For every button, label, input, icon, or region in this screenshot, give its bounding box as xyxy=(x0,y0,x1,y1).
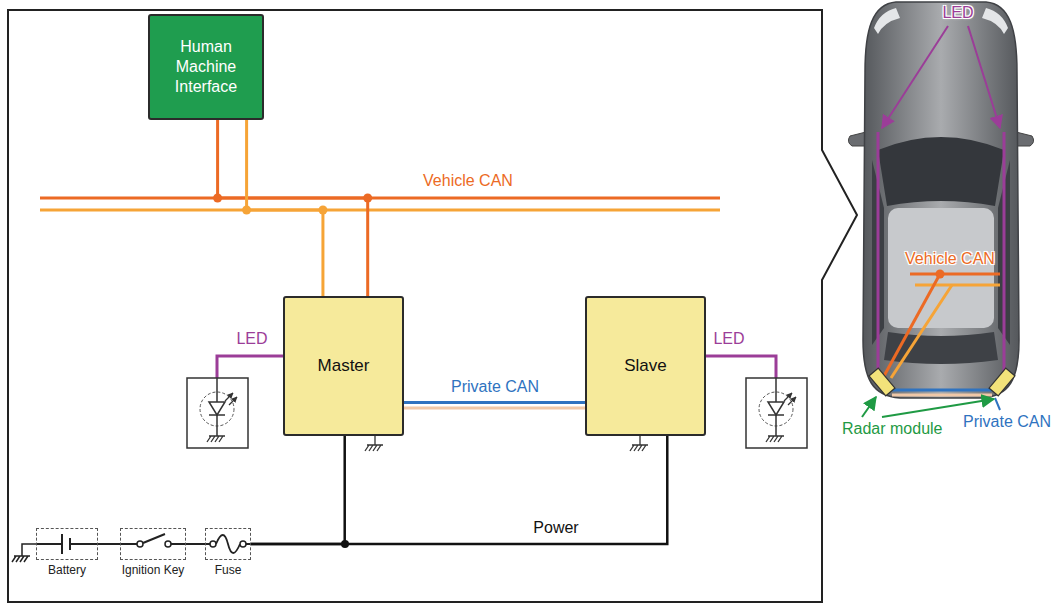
car-body xyxy=(863,2,1019,398)
fuse-box: Fuse xyxy=(205,528,251,560)
can-bus-line xyxy=(40,209,720,212)
led-wire xyxy=(217,356,283,378)
power-wire xyxy=(251,436,667,544)
wire-label: Power xyxy=(533,519,578,537)
power-wire xyxy=(98,544,120,545)
led-label: LED xyxy=(942,4,973,22)
wire-strand xyxy=(251,436,345,544)
led-light-arrow xyxy=(225,393,233,401)
led-light-arrow xyxy=(788,397,796,405)
car-roof xyxy=(888,208,994,328)
led-symbol xyxy=(209,378,225,436)
part-caption: Fuse xyxy=(215,563,242,578)
wire-strand xyxy=(404,401,585,404)
car-mirror xyxy=(848,132,866,146)
junction-dot xyxy=(363,194,372,203)
led-light-arrow xyxy=(229,397,237,405)
car-private-can-line xyxy=(892,394,992,397)
radar-master-box: Master xyxy=(283,296,404,436)
radar-slave-box: Slave xyxy=(585,296,706,436)
panel-border xyxy=(8,10,857,602)
car-can-line xyxy=(884,274,940,376)
led-arrow xyxy=(968,26,1000,128)
wire-strand xyxy=(247,120,323,296)
ignition-switch-symbol xyxy=(137,541,143,547)
car-windshield xyxy=(878,137,1004,206)
part-caption: Battery xyxy=(48,563,86,578)
radar-arrow xyxy=(862,397,876,417)
vehicle-can-wire xyxy=(213,120,372,296)
car-led-strip xyxy=(877,132,880,372)
junction-dot xyxy=(318,206,327,215)
box-title: Master xyxy=(318,355,370,376)
car-can-dot xyxy=(936,270,945,279)
box-title: Slave xyxy=(624,355,667,376)
led-label: LED xyxy=(713,330,744,348)
junction-dot xyxy=(213,194,222,203)
car-rear-window xyxy=(884,332,998,364)
battery-symbol xyxy=(36,534,98,554)
dashed-outline xyxy=(120,528,186,560)
fuse-symbol xyxy=(240,541,246,547)
wire-strand xyxy=(218,120,368,296)
ignition-switch-symbol xyxy=(120,534,186,544)
power-wire xyxy=(186,544,205,545)
ground-symbol xyxy=(365,436,383,451)
wire-strand xyxy=(404,407,585,410)
car-headlight xyxy=(982,8,1008,34)
wire-label: Vehicle CAN xyxy=(423,172,513,190)
wire-strand xyxy=(251,436,667,544)
junction-dot xyxy=(242,206,251,215)
battery-box: Battery xyxy=(36,528,98,560)
box-title: Human Machine Interface xyxy=(156,37,256,97)
dashed-outline xyxy=(205,528,251,560)
ground-symbol xyxy=(766,436,784,442)
car-can-line xyxy=(910,273,1000,276)
ignition-switch-symbol xyxy=(165,541,171,547)
led-symbol xyxy=(209,402,225,415)
private-can-leader xyxy=(995,398,1000,410)
part-caption: Ignition Key xyxy=(122,563,185,578)
car-can-line xyxy=(915,284,1000,287)
wire-strand xyxy=(186,543,205,545)
radar-module-label: Radar module xyxy=(842,420,943,438)
car-can-line xyxy=(891,285,952,378)
led-symbol-box xyxy=(746,378,807,448)
led-wire xyxy=(706,356,776,378)
led-symbol-box xyxy=(187,378,248,448)
ground-symbol xyxy=(630,436,648,451)
led-label: LED xyxy=(236,330,267,348)
ignition-key-box: Ignition Key xyxy=(120,528,186,560)
ground-symbol xyxy=(207,436,225,442)
led-symbol xyxy=(768,402,784,415)
fuse-symbol xyxy=(210,541,216,547)
can-bus-line xyxy=(40,197,720,200)
can-label: Vehicle CAN xyxy=(905,250,995,268)
ground-wire xyxy=(12,544,36,562)
led-symbol xyxy=(768,378,784,436)
car-led-strip xyxy=(1003,132,1006,372)
car-headlight xyxy=(874,8,900,34)
car-private-can-line xyxy=(892,389,992,392)
dashed-outline xyxy=(36,528,98,560)
radar-module xyxy=(989,368,1015,396)
wire-label: Private CAN xyxy=(451,378,539,396)
radar-module xyxy=(869,368,895,396)
fuse-symbol xyxy=(205,535,251,553)
led-light-arrow xyxy=(784,393,792,401)
led-arrow xyxy=(882,26,948,128)
private-can-wire xyxy=(404,402,585,408)
car-mirror xyxy=(1016,132,1034,146)
power-wire xyxy=(251,436,345,544)
wire-strand xyxy=(98,543,120,545)
can-label: Private CAN xyxy=(963,413,1051,431)
hmi-box: Human Machine Interface xyxy=(148,14,264,120)
